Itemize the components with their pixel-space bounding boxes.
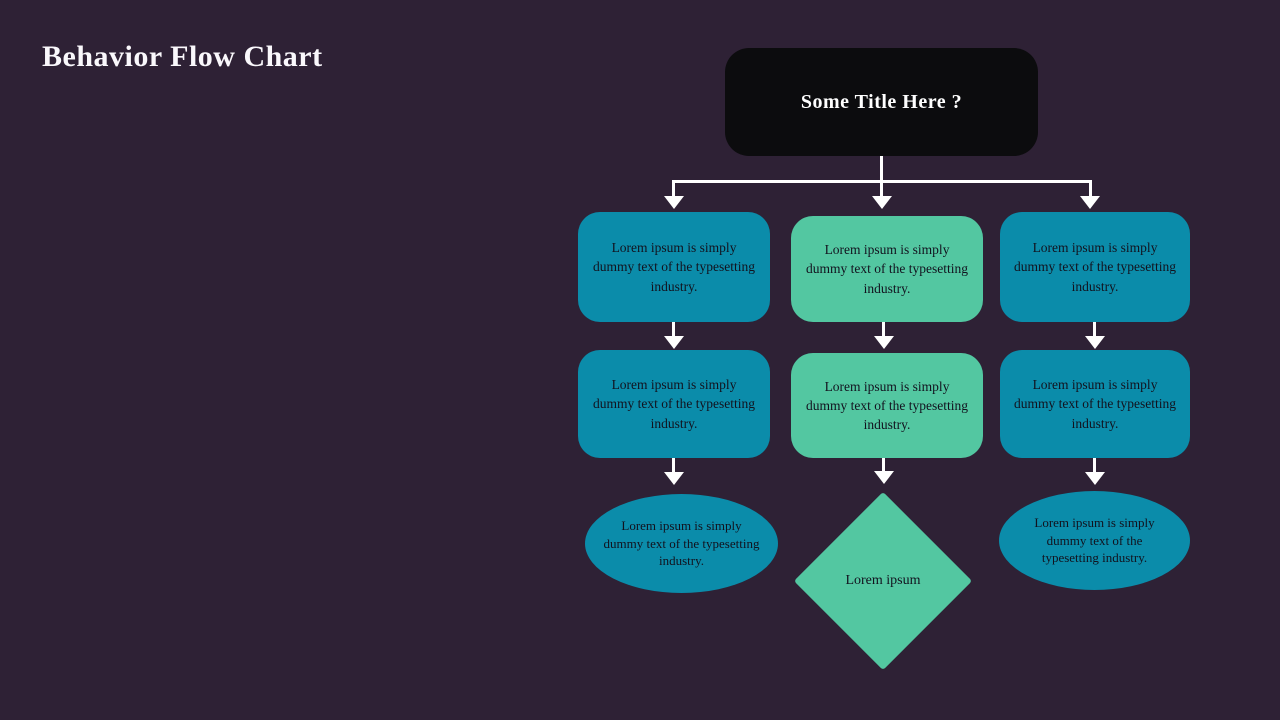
flow-node-col2-step2: Lorem ipsum is simply dummy text of the … (791, 353, 983, 458)
flow-node-label: Lorem ipsum is simply dummy text of the … (1014, 377, 1176, 431)
connector-drop-right (1089, 180, 1092, 196)
arrowhead-down-icon (664, 472, 684, 485)
flow-node-col3-step3: Lorem ipsum is simply dummy text of the … (999, 491, 1190, 590)
flow-node-col2-step1: Lorem ipsum is simply dummy text of the … (791, 216, 983, 322)
flow-node-label: Lorem ipsum is simply dummy text of the … (593, 240, 755, 294)
connector-col2-mid (882, 322, 885, 337)
flow-node-col1-step2: Lorem ipsum is simply dummy text of the … (578, 350, 770, 458)
connector-col1-mid (672, 322, 675, 337)
page-title: Behavior Flow Chart (42, 40, 323, 73)
arrowhead-down-icon (1085, 472, 1105, 485)
arrowhead-down-icon (664, 196, 684, 209)
flow-node-label: Lorem ipsum (845, 573, 921, 588)
flow-node-col2-step3: Lorem ipsum (793, 491, 973, 671)
connector-col3-bottom (1093, 458, 1096, 473)
arrowhead-down-icon (1080, 196, 1100, 209)
flow-root-label: Some Title Here ? (800, 90, 963, 113)
arrowhead-down-icon (874, 336, 894, 349)
flow-node-label: Lorem ipsum is simply dummy text of the … (806, 242, 968, 296)
flow-node-col1-step1: Lorem ipsum is simply dummy text of the … (578, 212, 770, 322)
arrowhead-down-icon (872, 196, 892, 209)
connector-drop-left (672, 180, 675, 196)
flow-node-col3-step1: Lorem ipsum is simply dummy text of the … (1000, 212, 1190, 322)
flow-node-label: Lorem ipsum is simply dummy text of the … (593, 377, 755, 431)
connector-branch-line (672, 180, 1091, 183)
connector-col2-bottom (882, 458, 885, 472)
flow-root-node: Some Title Here ? (725, 48, 1038, 156)
arrowhead-down-icon (1085, 336, 1105, 349)
flow-node-label: Lorem ipsum is simply dummy text of the … (1014, 240, 1176, 294)
flow-node-col3-step2: Lorem ipsum is simply dummy text of the … (1000, 350, 1190, 458)
flow-node-label: Lorem ipsum is simply dummy text of the … (603, 517, 760, 569)
connector-root-stem (880, 156, 883, 196)
connector-col1-bottom (672, 458, 675, 473)
connector-col3-mid (1093, 322, 1096, 337)
flow-node-label: Lorem ipsum is simply dummy text of the … (806, 378, 968, 433)
arrowhead-down-icon (874, 471, 894, 484)
arrowhead-down-icon (664, 336, 684, 349)
flow-node-label: Lorem ipsum is simply dummy text of the … (1034, 514, 1155, 566)
flow-node-col1-step3: Lorem ipsum is simply dummy text of the … (585, 494, 778, 593)
